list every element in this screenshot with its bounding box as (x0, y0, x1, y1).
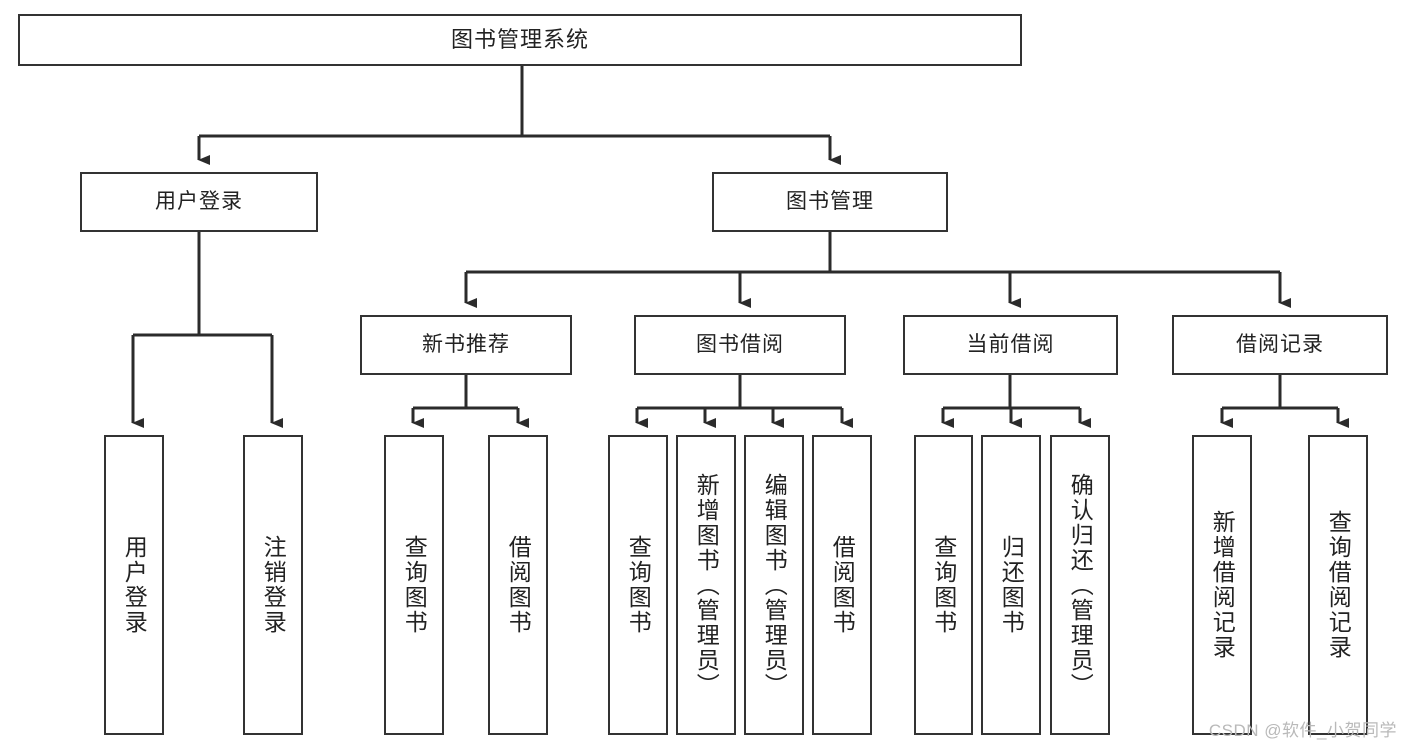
node-current-borrow[interactable]: 当前借阅 (903, 315, 1118, 375)
node-root[interactable]: 图书管理系统 (18, 14, 1022, 66)
leaf-new-book-borrow[interactable]: 借阅图书 (488, 435, 548, 735)
node-book-borrow[interactable]: 图书借阅 (634, 315, 846, 375)
leaf-borrow-borrow-book[interactable]: 借阅图书 (812, 435, 872, 735)
leaf-borrow-query-book[interactable]: 查询图书 (608, 435, 668, 735)
leaf-user-login-login[interactable]: 用户登录 (104, 435, 164, 735)
node-book-management[interactable]: 图书管理 (712, 172, 948, 232)
node-borrow-records[interactable]: 借阅记录 (1172, 315, 1388, 375)
leaf-label: 借阅图书 (829, 535, 856, 635)
csdn-watermark: CSDN @软件_小贺同学 (1208, 721, 1397, 740)
leaf-label: 新增借阅记录 (1209, 510, 1236, 660)
leaf-label: 注销登录 (260, 535, 287, 635)
leaf-label: 确认归还（管理员） (1067, 472, 1094, 698)
leaf-borrow-add-book-admin[interactable]: 新增图书（管理员） (676, 435, 736, 735)
leaf-label: 查询借阅记录 (1325, 510, 1352, 660)
leaf-borrow-edit-book-admin[interactable]: 编辑图书（管理员） (744, 435, 804, 735)
leaf-label: 编辑图书（管理员） (761, 472, 788, 698)
leaf-current-query-book[interactable]: 查询图书 (914, 435, 973, 735)
node-user-login[interactable]: 用户登录 (80, 172, 318, 232)
leaf-current-return-book[interactable]: 归还图书 (981, 435, 1041, 735)
node-new-book-recommend[interactable]: 新书推荐 (360, 315, 572, 375)
leaf-current-confirm-return-admin[interactable]: 确认归还（管理员） (1050, 435, 1110, 735)
leaf-label: 查询图书 (930, 535, 957, 635)
leaf-new-book-query[interactable]: 查询图书 (384, 435, 444, 735)
leaf-records-query-record[interactable]: 查询借阅记录 (1308, 435, 1368, 735)
leaf-label: 新增图书（管理员） (693, 472, 720, 698)
leaf-user-login-logout[interactable]: 注销登录 (243, 435, 303, 735)
leaf-label: 查询图书 (401, 535, 428, 635)
leaf-label: 查询图书 (625, 535, 652, 635)
leaf-label: 借阅图书 (505, 535, 532, 635)
leaf-label: 用户登录 (121, 535, 148, 635)
leaf-label: 归还图书 (998, 535, 1025, 635)
leaf-records-add-record[interactable]: 新增借阅记录 (1192, 435, 1252, 735)
